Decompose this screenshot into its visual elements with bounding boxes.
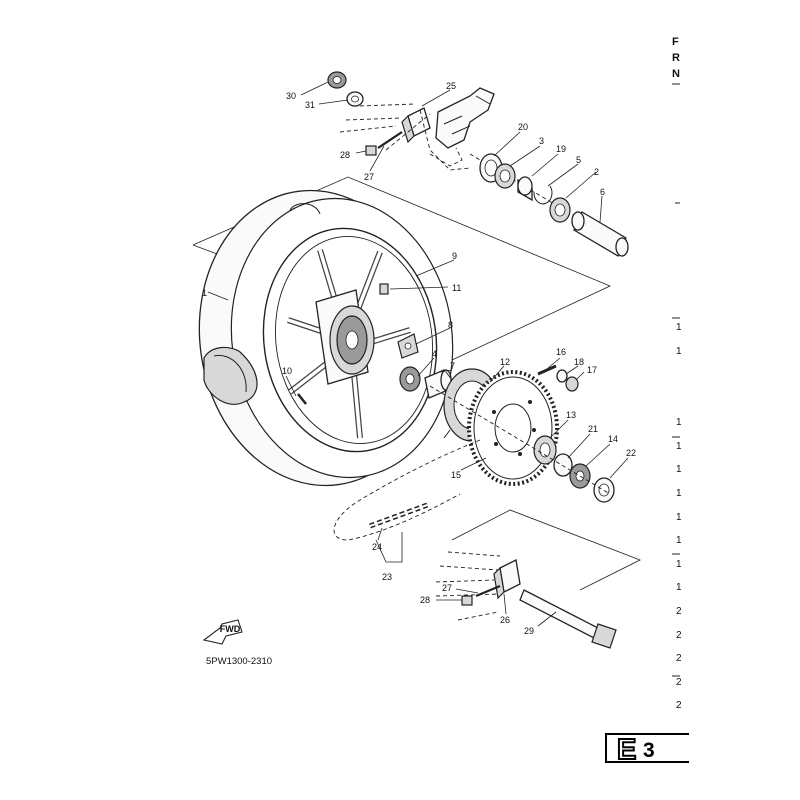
margin-row: 1 bbox=[676, 512, 682, 523]
callout-31: 31 bbox=[305, 100, 315, 110]
margin-row: 1 bbox=[676, 488, 682, 499]
margin-row: 2 bbox=[676, 677, 682, 688]
callout-20: 20 bbox=[518, 122, 528, 132]
page-tab-letter: E bbox=[616, 733, 637, 767]
callout-2: 2 bbox=[594, 167, 599, 177]
callout-13: 13 bbox=[566, 410, 576, 420]
callout-labels: 1 2 3 4 5 6 7 8 9 10 11 12 13 14 15 16 1… bbox=[202, 81, 636, 636]
callout-4: 4 bbox=[432, 349, 437, 359]
callout-16: 16 bbox=[556, 347, 566, 357]
callout-30: 30 bbox=[286, 91, 296, 101]
margin-header-2: R bbox=[672, 52, 680, 64]
lower-adjuster-axle-group bbox=[435, 509, 641, 649]
callout-5: 5 bbox=[576, 155, 581, 165]
callout-26: 26 bbox=[500, 615, 510, 625]
callout-27-lower: 27 bbox=[442, 583, 452, 593]
callout-8: 8 bbox=[448, 320, 453, 330]
margin-header-3: N bbox=[672, 68, 680, 80]
callout-19: 19 bbox=[556, 144, 566, 154]
margin-row: 1 bbox=[676, 441, 682, 452]
callout-24: 24 bbox=[372, 542, 382, 552]
margin-row: 1 bbox=[676, 417, 682, 428]
callout-17: 17 bbox=[587, 365, 597, 375]
callout-28-lower: 28 bbox=[420, 595, 430, 605]
callout-10: 10 bbox=[282, 366, 292, 376]
forward-direction-arrow-icon: FWD bbox=[202, 619, 243, 645]
callout-14: 14 bbox=[608, 434, 618, 444]
fwd-label: FWD bbox=[220, 624, 241, 634]
right-margin-rules bbox=[672, 83, 680, 677]
callout-9: 9 bbox=[452, 251, 457, 261]
drive-chain bbox=[333, 439, 481, 541]
callout-6: 6 bbox=[600, 187, 605, 197]
margin-row: 1 bbox=[676, 559, 682, 570]
wheel-and-tire bbox=[192, 176, 611, 487]
sprocket-group bbox=[399, 364, 615, 503]
margin-row: 2 bbox=[676, 606, 682, 617]
callout-15: 15 bbox=[451, 470, 461, 480]
margin-row: 1 bbox=[676, 346, 682, 357]
callout-11: 11 bbox=[452, 283, 461, 293]
callout-3: 3 bbox=[539, 136, 544, 146]
callout-21: 21 bbox=[588, 424, 598, 434]
margin-row: 2 bbox=[676, 700, 682, 711]
margin-row: 1 bbox=[676, 582, 682, 593]
callout-18: 18 bbox=[574, 357, 584, 367]
drawing-code: 5PW1300-2310 bbox=[206, 656, 273, 667]
callout-29: 29 bbox=[524, 626, 534, 636]
page-section-tab: E 3 bbox=[605, 733, 689, 767]
margin-row: 2 bbox=[676, 630, 682, 641]
margin-row: 1 bbox=[676, 322, 682, 333]
margin-header-1: F bbox=[672, 36, 679, 48]
hub-bearing-stack bbox=[469, 153, 629, 257]
page-tab-number: 3 bbox=[643, 739, 655, 762]
callout-23: 23 bbox=[382, 572, 392, 582]
callout-22: 22 bbox=[626, 448, 636, 458]
margin-row: 1 bbox=[676, 535, 682, 546]
callout-12: 12 bbox=[500, 357, 510, 367]
callout-7: 7 bbox=[450, 361, 455, 371]
upper-adjuster-group bbox=[327, 71, 495, 171]
callout-25: 25 bbox=[446, 81, 456, 91]
margin-row: 2 bbox=[676, 653, 682, 664]
callout-27-upper: 27 bbox=[364, 172, 374, 182]
margin-row: 1 bbox=[676, 464, 682, 475]
callout-1: 1 bbox=[202, 288, 207, 298]
callout-28-upper: 28 bbox=[340, 150, 350, 160]
